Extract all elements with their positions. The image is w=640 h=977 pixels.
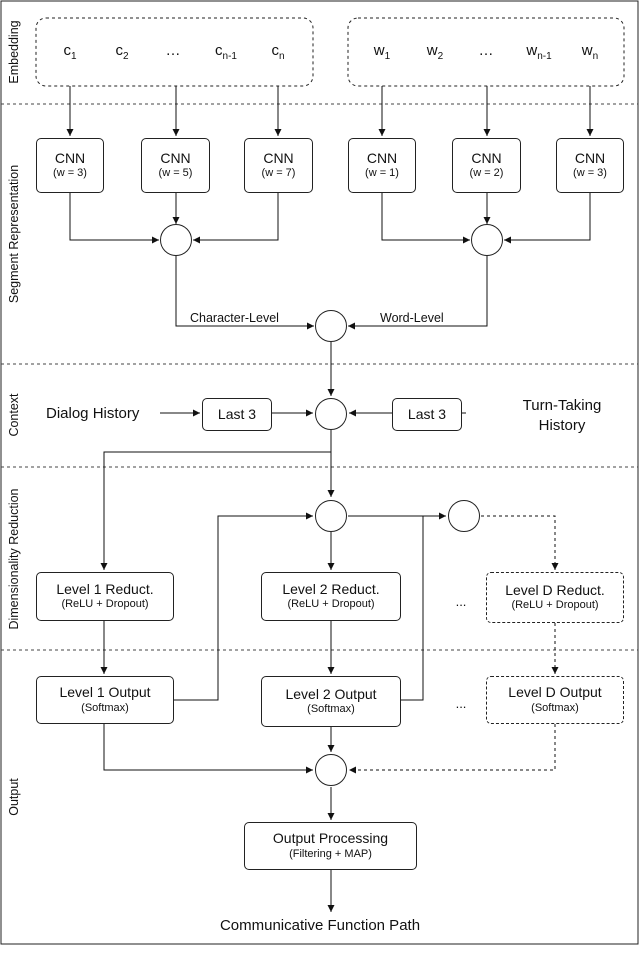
communicative-function-path-label: Communicative Function Path (219, 917, 421, 934)
word-concat-node (471, 224, 503, 256)
character-level-label: Character-Level (190, 311, 279, 325)
word-cnn-box-3: CNN (w = 3) (556, 138, 624, 193)
char-embedding-container (35, 17, 314, 87)
outer-frame (0, 0, 639, 945)
reduction-title: Level 2 Reduct. (282, 580, 380, 597)
processing-title: Output Processing (272, 830, 389, 847)
last-3-left-box: Last 3 (202, 398, 272, 431)
section-dividers (1, 103, 638, 651)
word-token-n-1: wn-1 (526, 42, 552, 62)
cnn-title: CNN (160, 149, 191, 166)
reduction-title: Level D Reduct. (505, 581, 605, 598)
levelD-output-box: Level D Output (Softmax) (486, 676, 624, 724)
word-embedding-container (347, 17, 625, 87)
levelD-concat-node (448, 500, 480, 532)
connector-layer (0, 0, 639, 945)
cnn-title: CNN (471, 149, 502, 166)
char-token-n-1: cn-1 (215, 42, 237, 62)
output-title: Level 1 Output (59, 684, 151, 701)
output-sub: (Softmax) (81, 701, 129, 714)
char-concat-node (160, 224, 192, 256)
cnn-param: (w = 7) (261, 167, 296, 180)
char-token-n: cn (271, 42, 285, 62)
char-token-1: c1 (63, 42, 77, 62)
reduction-sub: (ReLU + Dropout) (511, 599, 599, 612)
levelD-reduction-box: Level D Reduct. (ReLU + Dropout) (486, 572, 624, 623)
last-3-label: Last 3 (407, 405, 447, 422)
context-concat-node (315, 398, 347, 430)
word-cnn-box-2: CNN (w = 2) (452, 138, 521, 193)
output-sub: (Softmax) (531, 701, 579, 714)
word-token-n: wn (581, 42, 599, 62)
reduction-sub: (ReLU + Dropout) (287, 598, 375, 611)
output-title: Level 2 Output (285, 685, 377, 702)
cnn-title: CNN (574, 149, 606, 166)
word-token-2: w2 (426, 42, 444, 62)
reduction-ellipsis: ... (455, 594, 467, 609)
reduction-sub: (ReLU + Dropout) (61, 598, 149, 611)
processing-sub: (Filtering + MAP) (289, 847, 372, 860)
diagram: Embedding Segment Representation Context… (0, 0, 639, 945)
level2-output-box: Level 2 Output (Softmax) (261, 676, 401, 727)
word-token-1: w1 (373, 42, 391, 62)
reduction-title: Level 1 Reduct. (56, 580, 154, 597)
cnn-param: (w = 5) (158, 167, 193, 180)
cnn-param: (w = 2) (469, 167, 504, 180)
output-ellipsis: ... (455, 696, 467, 711)
cnn-param: (w = 3) (573, 167, 607, 180)
char-token-ellipsis: … (165, 42, 181, 59)
level1-output-box: Level 1 Output (Softmax) (36, 676, 174, 724)
output-title: Level D Output (508, 684, 602, 701)
level1-reduction-box: Level 1 Reduct. (ReLU + Dropout) (36, 572, 174, 621)
turn-taking-history-label: Turn-Taking History (502, 396, 622, 436)
char-cnn-box-3: CNN (w = 7) (244, 138, 313, 193)
turn-taking-line-2: History (538, 417, 586, 434)
last-3-label: Last 3 (217, 405, 257, 422)
word-cnn-box-1: CNN (w = 1) (348, 138, 416, 193)
cnn-title: CNN (54, 149, 86, 166)
cnn-param: (w = 3) (53, 167, 87, 180)
dialog-history-label: Dialog History (46, 405, 140, 422)
cnn-title: CNN (263, 149, 294, 166)
cnn-title: CNN (366, 149, 398, 166)
segment-concat-node (315, 310, 347, 342)
level2-concat-node (315, 500, 347, 532)
word-level-label: Word-Level (380, 311, 444, 325)
output-merge-node (315, 754, 347, 786)
last-3-right-box: Last 3 (392, 398, 462, 431)
cnn-param: (w = 1) (365, 167, 399, 180)
char-token-2: c2 (115, 42, 129, 62)
output-sub: (Softmax) (307, 703, 355, 716)
level2-reduction-box: Level 2 Reduct. (ReLU + Dropout) (261, 572, 401, 621)
output-processing-box: Output Processing (Filtering + MAP) (244, 822, 417, 870)
turn-taking-line-1: Turn-Taking (522, 397, 602, 414)
char-cnn-box-2: CNN (w = 5) (141, 138, 210, 193)
char-cnn-box-1: CNN (w = 3) (36, 138, 104, 193)
word-token-ellipsis: … (478, 42, 494, 59)
